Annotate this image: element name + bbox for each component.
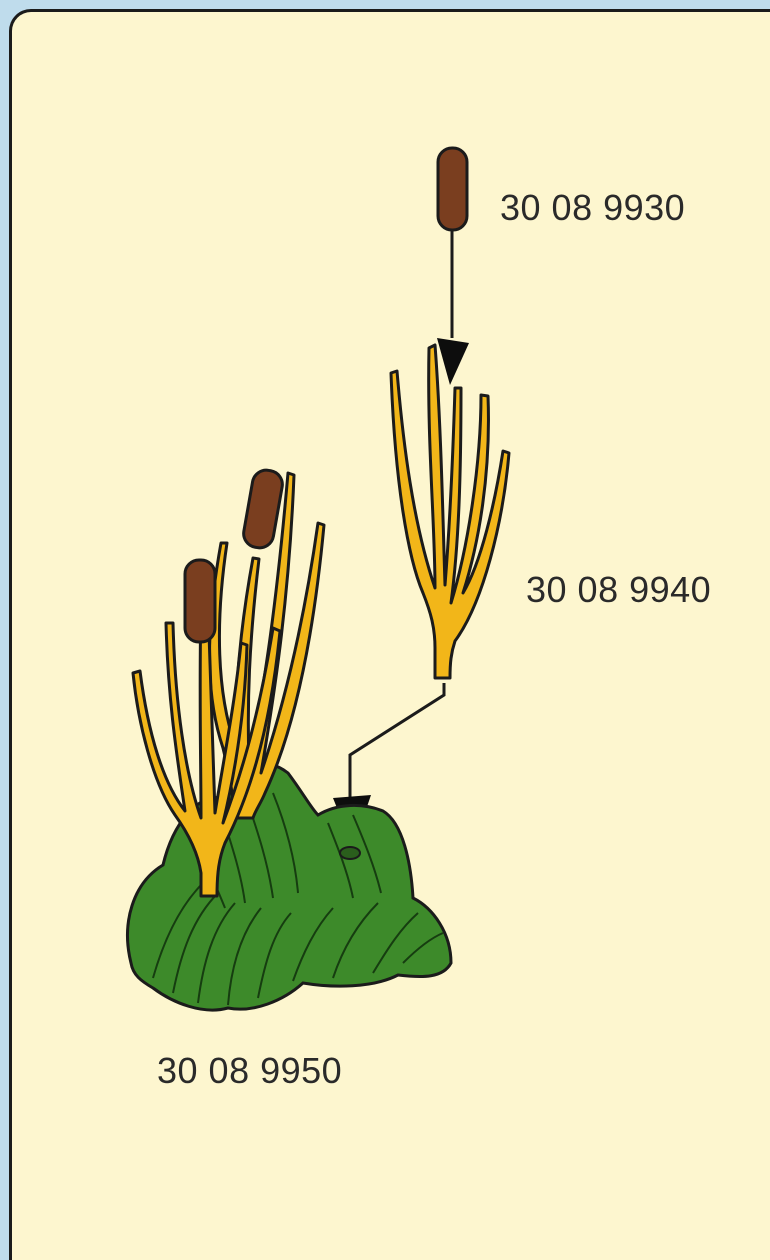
- part-number-reed-branch: 30 08 9940: [526, 569, 711, 611]
- reed-branch-part: [391, 345, 509, 678]
- cattail-top-part: [438, 148, 467, 338]
- diagram-card: 30 08 9930 30 08 9940 30 08 9950: [9, 9, 770, 1260]
- assembly-connector-line: [350, 683, 444, 798]
- socket-hole: [340, 847, 360, 859]
- cattail-head-shape: [438, 148, 467, 230]
- assembly-arrow-1: [437, 338, 469, 385]
- part-number-cattail-top: 30 08 9930: [500, 187, 685, 229]
- back-cattail-head-shape: [241, 468, 284, 550]
- reed-branch-shape: [391, 345, 509, 678]
- front-cattail-head-shape: [185, 560, 215, 642]
- part-number-plant-assembly: 30 08 9950: [157, 1050, 342, 1092]
- plant-assembly-part: [128, 468, 451, 1010]
